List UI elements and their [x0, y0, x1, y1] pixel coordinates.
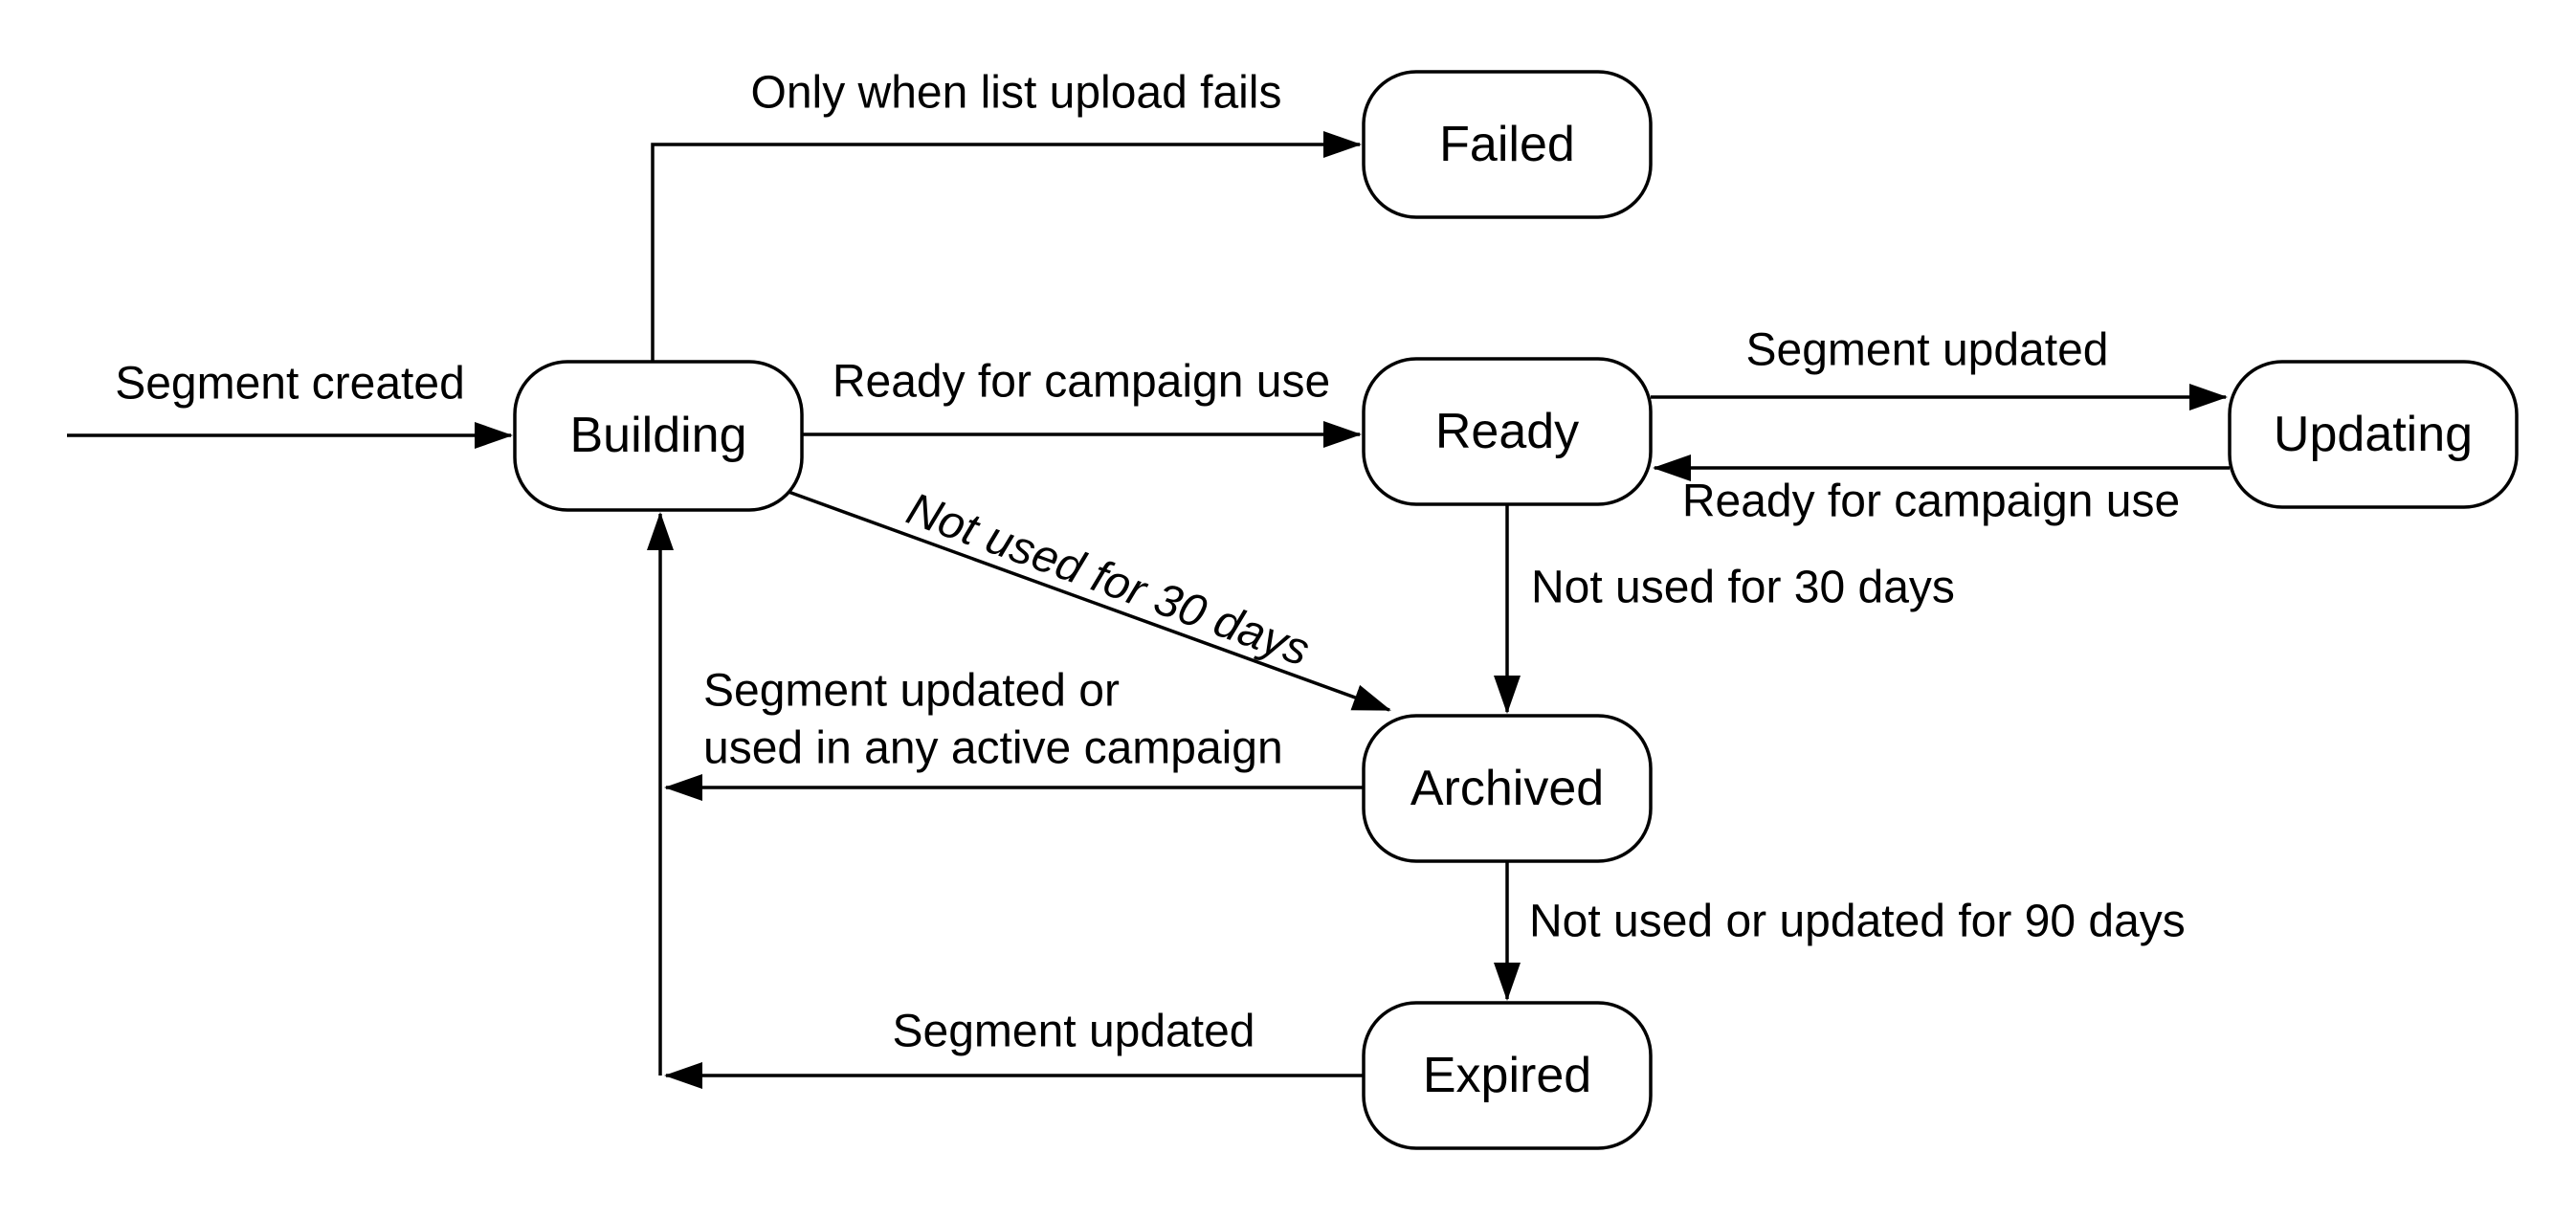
edge-label-only-when-list-upload-fails: Only when list upload fails — [751, 68, 1282, 119]
edge-ready-to-updating: Segment updated — [1651, 325, 2228, 410]
state-node-building-shape — [513, 360, 804, 512]
state-node-ready-label: Ready — [1435, 404, 1579, 459]
edge-building-to-archived-line — [788, 490, 1391, 712]
edge-label-used-in-any-active-campaign: used in any active campaign — [703, 723, 1283, 774]
state-node-expired-shape — [1362, 1001, 1653, 1150]
state-node-updating-label: Updating — [2274, 407, 2473, 462]
state-node-failed-label: Failed — [1439, 117, 1575, 172]
edge-building-to-failed: Only when list upload fails — [651, 68, 1362, 362]
edge-ready-to-archived: Not used for 30 days — [1494, 504, 1955, 714]
state-node-archived-label: Archived — [1410, 761, 1604, 816]
state-node-archived-shape — [1362, 714, 1653, 863]
state-node-updating: Updating — [2228, 360, 2519, 509]
edge-label-not-used-for-30-days: Not used for 30 days — [1531, 563, 1955, 613]
edge-building-to-failed-line — [651, 131, 1362, 362]
state-node-failed-shape — [1362, 70, 1653, 219]
state-node-updating-shape — [2228, 360, 2519, 509]
edge-building-to-ready: Ready for campaign use — [802, 357, 1362, 448]
edge-label-segment-updated-top: Segment updated — [1746, 325, 2109, 376]
edge-archived-to-building: Segment updated or used in any active ca… — [664, 666, 1364, 801]
edge-label-ready-for-campaign-use-return: Ready for campaign use — [1682, 477, 2180, 527]
state-node-building-label: Building — [569, 408, 746, 463]
edge-updating-to-ready: Ready for campaign use — [1653, 455, 2230, 527]
state-node-archived: Archived — [1362, 714, 1653, 863]
state-node-building: Building — [513, 360, 804, 512]
edge-label-not-used-or-updated-for-90-days: Not used or updated for 90 days — [1529, 897, 2186, 947]
state-node-ready: Ready — [1362, 357, 1653, 506]
edge-expired-to-building: Segment updated — [664, 1007, 1364, 1089]
state-node-ready-shape — [1362, 357, 1653, 506]
state-node-failed: Failed — [1362, 70, 1653, 219]
edge-label-segment-updated-bottom: Segment updated — [893, 1007, 1255, 1057]
edge-label-segment-updated-or: Segment updated or — [703, 666, 1120, 717]
edge-label-segment-created: Segment created — [115, 359, 465, 410]
edge-start-to-building: Segment created — [67, 359, 513, 449]
edge-label-not-used-for-30-days-diagonal: Not used for 30 days — [900, 483, 1316, 676]
state-node-expired-label: Expired — [1423, 1048, 1591, 1103]
state-node-expired: Expired — [1362, 1001, 1653, 1150]
edge-archived-to-expired: Not used or updated for 90 days — [1494, 861, 2186, 1001]
edge-label-ready-for-campaign-use-top: Ready for campaign use — [833, 357, 1330, 408]
